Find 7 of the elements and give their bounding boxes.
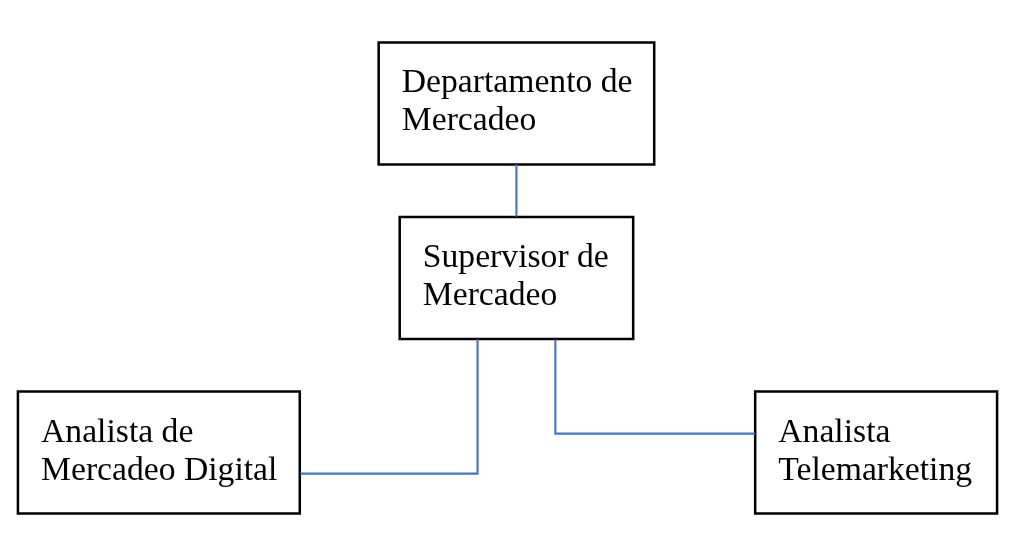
node-box: Supervisor de Mercadeo	[397, 215, 634, 341]
node-box: Departamento de Mercadeo	[376, 41, 655, 166]
connector	[514, 164, 517, 217]
node-box: Analista de Mercadeo Digital	[16, 390, 301, 515]
connector	[553, 339, 755, 435]
connector	[300, 339, 479, 475]
node-box: Analista Telemarketing	[753, 390, 998, 515]
